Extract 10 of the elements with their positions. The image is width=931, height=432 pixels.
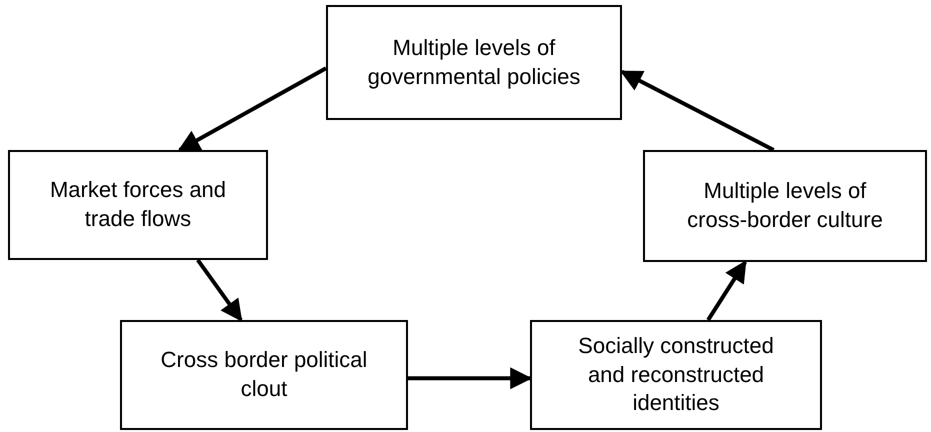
- process-box: Market forces and trade flows: [8, 150, 268, 260]
- arrow: [178, 66, 327, 152]
- process-box: Cross border political clout: [120, 320, 408, 430]
- process-box: Multiple levels of cross-border culture: [643, 150, 927, 262]
- process-box: Socially constructed and reconstructed identities: [530, 320, 822, 430]
- process-box: Multiple levels of governmental policies: [326, 5, 622, 120]
- arrow: [196, 258, 243, 322]
- arrow: [408, 367, 532, 390]
- arrow: [706, 260, 747, 322]
- arrow: [620, 70, 775, 152]
